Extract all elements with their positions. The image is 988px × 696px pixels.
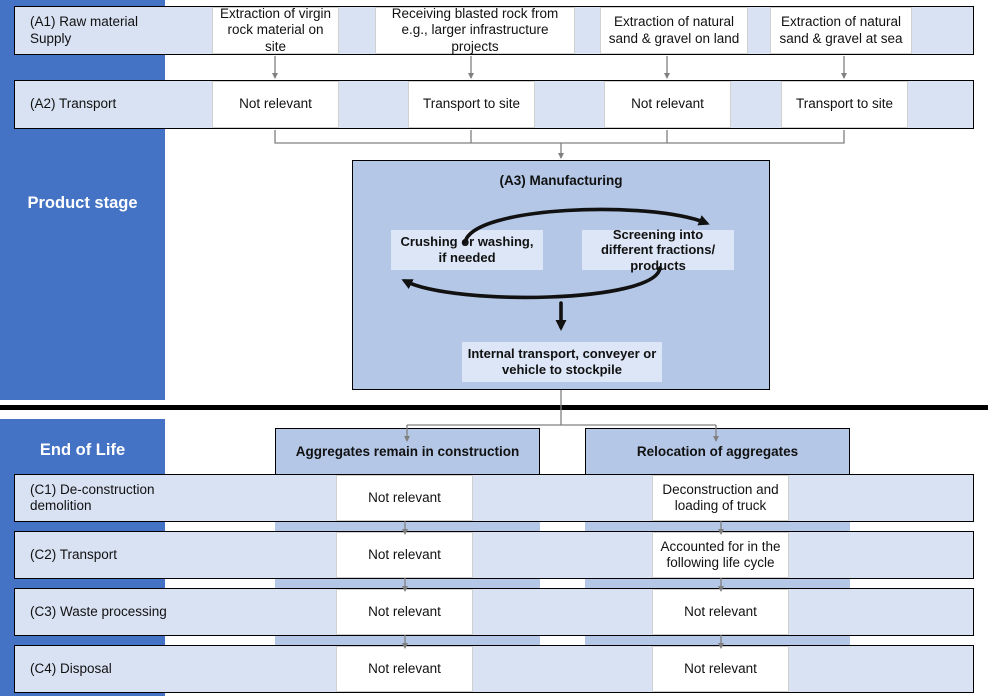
c2-relocation-cell[interactable]: Accounted for in the following life cycl… [652, 532, 789, 578]
merge-bus-a2-a3 [274, 130, 845, 144]
a3-title: (A3) Manufacturing [499, 173, 623, 188]
row-a1-caption-line2: Supply [30, 30, 72, 46]
row-c1-band [14, 474, 974, 522]
c3-relocation-cell[interactable]: Not relevant [652, 589, 789, 635]
a1-cell-0[interactable]: Extraction of virgin rock material on si… [212, 6, 339, 54]
row-c2-band [14, 531, 974, 579]
row-c1-caption: (C1) De-construction demolition [16, 475, 256, 521]
a1-cell-3[interactable]: Extraction of natural sand & gravel at s… [770, 7, 912, 54]
end-of-life-label: End of Life [39, 440, 126, 459]
eol-header-remain[interactable]: Aggregates remain in construction [275, 428, 540, 476]
c4-relocation-cell[interactable]: Not relevant [652, 646, 789, 692]
c1-remain-cell[interactable]: Not relevant [336, 475, 473, 521]
a3-crushing-box[interactable]: Crushing or washing, if needed [391, 230, 543, 270]
product-stage-column [0, 0, 165, 400]
row-a2-caption: (A2) Transport [30, 96, 117, 112]
a1-cell-2[interactable]: Extraction of natural sand & gravel on l… [600, 7, 748, 54]
product-stage-label: Product stage [27, 193, 138, 212]
row-a1-caption-line1: (A1) Raw material [30, 14, 139, 30]
eol-header-relocation[interactable]: Relocation of aggregates [585, 428, 850, 476]
row-c2-caption: (C2) Transport [30, 546, 118, 562]
a3-internal-transport-box[interactable]: Internal transport, conveyer or vehicle … [462, 342, 662, 382]
row-c3-caption: (C3) Waste processing [30, 603, 167, 619]
a2-cell-3[interactable]: Transport to site [781, 81, 908, 128]
c3-remain-cell[interactable]: Not relevant [336, 589, 473, 635]
a2-cell-1[interactable]: Transport to site [408, 81, 535, 128]
row-c1-caption-line2: demolition [30, 498, 92, 513]
a3-screening-box[interactable]: Screening into different fractions/ prod… [582, 227, 734, 273]
a1-cell-1[interactable]: Receiving blasted rock from e.g., larger… [375, 6, 575, 54]
a2-cell-2[interactable]: Not relevant [604, 81, 731, 128]
row-c4-band [14, 645, 974, 693]
row-a1-caption: (A1) Raw material Supply [16, 7, 211, 54]
stage-divider [0, 405, 988, 410]
row-c3-band [14, 588, 974, 636]
c1-relocation-cell[interactable]: Deconstruction and loading of truck [652, 475, 789, 521]
c2-remain-cell[interactable]: Not relevant [336, 532, 473, 578]
c4-remain-cell[interactable]: Not relevant [336, 646, 473, 692]
a2-cell-0[interactable]: Not relevant [212, 81, 339, 128]
row-c1-caption-line1: (C1) De-construction [30, 481, 155, 497]
row-c4-caption: (C4) Disposal [30, 660, 112, 676]
